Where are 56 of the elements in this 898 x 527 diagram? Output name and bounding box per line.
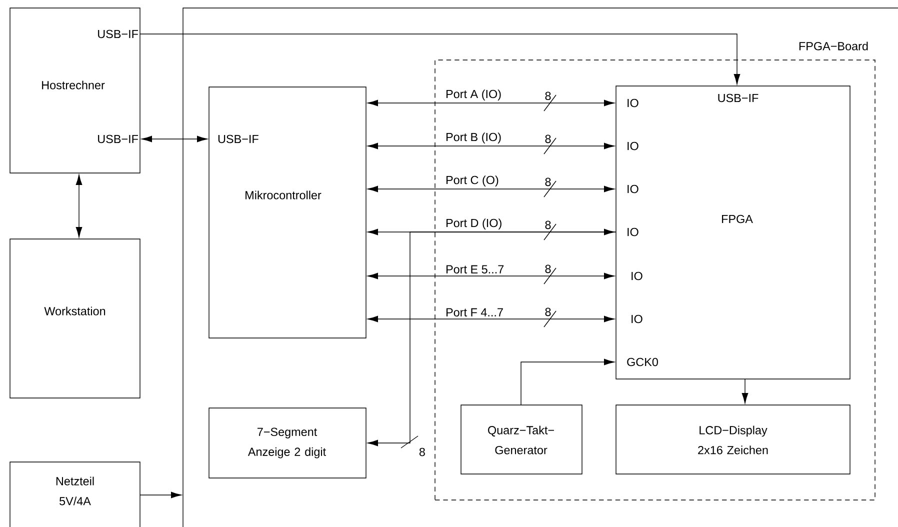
arrow [142,136,208,142]
arrow [76,174,82,238]
arrow [368,232,616,446]
box-title: 7−Segment Anzeige 2 digit [248,428,326,458]
box-title: Mikrocontroller [246,190,322,200]
edge-label: Port B (IO) [446,132,501,144]
lcd-box [616,404,850,474]
arrow [368,228,614,236]
arrow [368,316,614,322]
bus-width-label: 8 [545,264,551,274]
bus-width-label: 8 [545,178,551,186]
box-title: Workstation [44,306,106,316]
computer-box [10,8,140,174]
port-label: IO [628,142,638,150]
display-box [208,408,366,478]
bus-width-label: 8 [545,92,551,100]
port-label: USB−IF [718,94,758,102]
board-label: FPGA−Board [799,42,868,50]
bus-width-label: 8 [545,220,551,230]
box-title: Netzteil 5V/4A [56,476,94,506]
port-label: GCK0 [627,358,658,366]
box-title: Hostrechner [42,80,105,90]
bus-width-label: 8 [545,134,551,144]
arrow [742,378,748,404]
box-title: FPGA [722,214,753,224]
arrow [368,142,614,150]
edge-label: Port C (O) [446,176,498,186]
port-label: IO [628,184,638,194]
edge-label: Port F 4...7 [446,308,503,316]
box-title: LCD−Display 2x16 Zeichen [698,426,768,454]
arrow [520,358,614,406]
fpga-chip-box [616,86,850,380]
bus-width-label: 8 [419,448,425,456]
arrow [140,34,740,84]
port-label: IO [628,228,638,236]
edge-label: Port E 5...7 [446,265,504,274]
edge-label: Port A (IO) [446,90,501,100]
port-label: IO [628,98,638,108]
port-label: USB−IF [98,134,138,144]
board-frame [182,8,898,527]
power-supply-box [10,462,140,527]
port-label: USB−IF [98,30,138,38]
workstation-box [10,238,140,398]
box-title: Quarz−Takt− Generator [488,426,554,454]
bus-width-label: 8 [545,308,551,316]
port-label: USB−IF [218,134,258,144]
arrow [140,492,182,498]
arrow [368,272,614,280]
arrow [368,186,614,192]
arrow [368,100,614,106]
port-label: IO [632,314,642,324]
edge-label: Port D (IO) [446,218,502,230]
oscillator-box [460,404,582,474]
port-label: IO [632,272,642,280]
fpga-board-frame [434,42,876,500]
microcontroller-box [208,86,366,338]
